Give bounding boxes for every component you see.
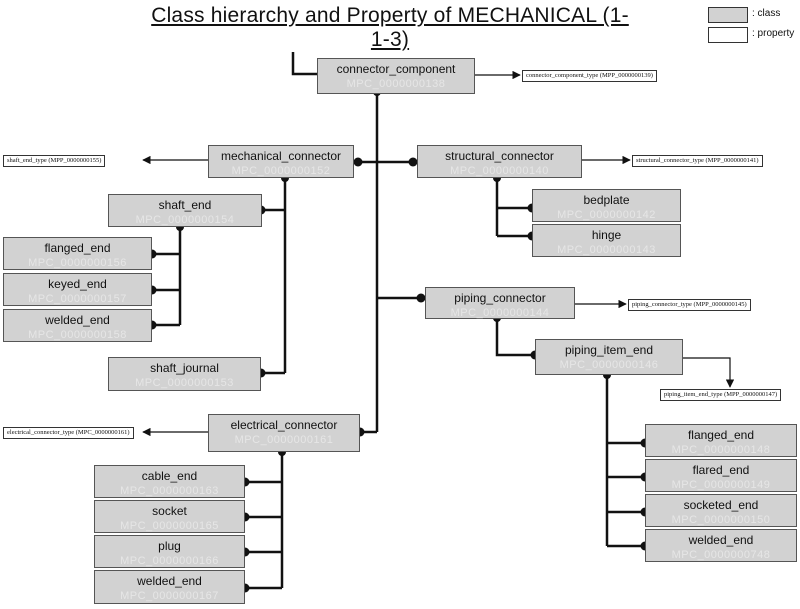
class-name: piping_connector bbox=[454, 291, 546, 305]
class-id: MPC_0000000156 bbox=[28, 257, 127, 269]
class-socketed-end: socketed_end MPC_0000000150 bbox=[645, 494, 797, 527]
class-keyed-end: keyed_end MPC_0000000157 bbox=[3, 273, 152, 306]
class-welded-end-piping: welded_end MPC_0000000748 bbox=[645, 529, 797, 562]
class-name: keyed_end bbox=[48, 277, 107, 291]
class-id: MPC_0000000158 bbox=[28, 329, 127, 341]
class-id: MPC_0000000166 bbox=[120, 555, 219, 567]
class-plug: plug MPC_0000000166 bbox=[94, 535, 245, 568]
class-structural-connector: structural_connector MPC_0000000140 bbox=[417, 145, 582, 178]
class-id: MPC_0000000140 bbox=[450, 165, 549, 177]
class-name: mechanical_connector bbox=[220, 149, 342, 163]
class-id: MPC_0000000163 bbox=[120, 485, 219, 497]
class-id: MPC_0000000146 bbox=[559, 359, 659, 371]
class-mechanical-connector: mechanical_connector MPC_0000000152 bbox=[208, 145, 354, 178]
property-piping-connector-type: piping_connector_type (MPP_0000000145) bbox=[628, 299, 751, 311]
class-piping-item-end: piping_item_end MPC_0000000146 bbox=[535, 339, 683, 375]
class-id: MPC_0000000153 bbox=[135, 377, 234, 389]
class-electrical-connector: electrical_connector MPC_0000000161 bbox=[208, 414, 360, 452]
class-name: flanged_end bbox=[44, 241, 111, 255]
class-id: MPC_0000000748 bbox=[671, 549, 771, 561]
class-id: MPC_0000000152 bbox=[231, 165, 331, 177]
class-name: welded_end bbox=[137, 574, 202, 588]
class-bedplate: bedplate MPC_0000000142 bbox=[532, 189, 681, 222]
class-welded-end-electrical: welded_end MPC_0000000167 bbox=[94, 570, 245, 604]
class-name: socket bbox=[152, 504, 187, 518]
class-name: bedplate bbox=[583, 193, 630, 207]
class-name: hinge bbox=[591, 228, 622, 242]
class-id: MPC_0000000167 bbox=[120, 590, 219, 602]
class-id: MPC_0000000148 bbox=[671, 444, 771, 456]
class-piping-connector: piping_connector MPC_0000000144 bbox=[425, 287, 575, 319]
class-hinge: hinge MPC_0000000143 bbox=[532, 224, 681, 257]
class-name: welded_end bbox=[45, 313, 110, 327]
legend-property-swatch bbox=[708, 27, 748, 43]
legend-class-swatch bbox=[708, 7, 748, 23]
class-shaft-end: shaft_end MPC_0000000154 bbox=[108, 194, 262, 227]
class-id: MPC_0000000143 bbox=[557, 244, 656, 256]
class-id: MPC_0000000154 bbox=[135, 214, 235, 226]
class-welded-end-mechanical: welded_end MPC_0000000158 bbox=[3, 309, 152, 342]
property-shaft-end-type: shaft_end_type (MPP_0000000155) bbox=[3, 155, 106, 167]
class-name: shaft_end bbox=[158, 198, 212, 212]
class-name: cable_end bbox=[141, 469, 198, 483]
class-id: MPC_0000000138 bbox=[346, 78, 446, 90]
class-id: MPC_0000000157 bbox=[28, 293, 127, 305]
property-piping-item-end-type: piping_item_end_type (MPP_0000000147) bbox=[660, 389, 782, 401]
class-name: welded_end bbox=[688, 533, 754, 547]
class-flared-end: flared_end MPC_0000000149 bbox=[645, 459, 797, 492]
property-structural-connector-type: structural_connector_type (MPP_000000014… bbox=[632, 155, 763, 167]
diagram-title: Class hierarchy and Property of MECHANIC… bbox=[151, 4, 629, 51]
class-name: shaft_journal bbox=[150, 361, 219, 375]
class-name: flared_end bbox=[692, 463, 750, 477]
class-name: piping_item_end bbox=[564, 343, 654, 357]
class-id: MPC_0000000144 bbox=[450, 307, 550, 319]
class-name: socketed_end bbox=[683, 498, 759, 512]
class-cable-end: cable_end MPC_0000000163 bbox=[94, 465, 245, 498]
class-name: connector_component bbox=[336, 62, 456, 76]
class-connector-component: connector_component MPC_0000000138 bbox=[317, 58, 475, 94]
legend-class-label: : class bbox=[752, 8, 781, 19]
class-id: MPC_0000000165 bbox=[120, 520, 219, 532]
class-name: flanged_end bbox=[687, 428, 755, 442]
property-connector-component-type: connector_component_type (MPP_0000000139… bbox=[522, 70, 657, 82]
class-name: electrical_connector bbox=[230, 418, 338, 432]
class-flanged-end-piping: flanged_end MPC_0000000148 bbox=[645, 424, 797, 457]
class-id: MPC_0000000150 bbox=[671, 514, 771, 526]
class-id: MPC_0000000149 bbox=[671, 479, 771, 491]
property-electrical-connector-type: electrical_connector_type (MPC_000000016… bbox=[3, 427, 134, 439]
class-flanged-end-mechanical: flanged_end MPC_0000000156 bbox=[3, 237, 152, 270]
class-name: structural_connector bbox=[445, 149, 554, 163]
class-shaft-journal: shaft_journal MPC_0000000153 bbox=[108, 357, 261, 391]
legend-property-label: : property bbox=[752, 28, 795, 39]
class-id: MPC_0000000161 bbox=[234, 434, 334, 446]
class-socket: socket MPC_0000000165 bbox=[94, 500, 245, 533]
class-name: plug bbox=[158, 539, 181, 553]
class-id: MPC_0000000142 bbox=[557, 209, 656, 221]
